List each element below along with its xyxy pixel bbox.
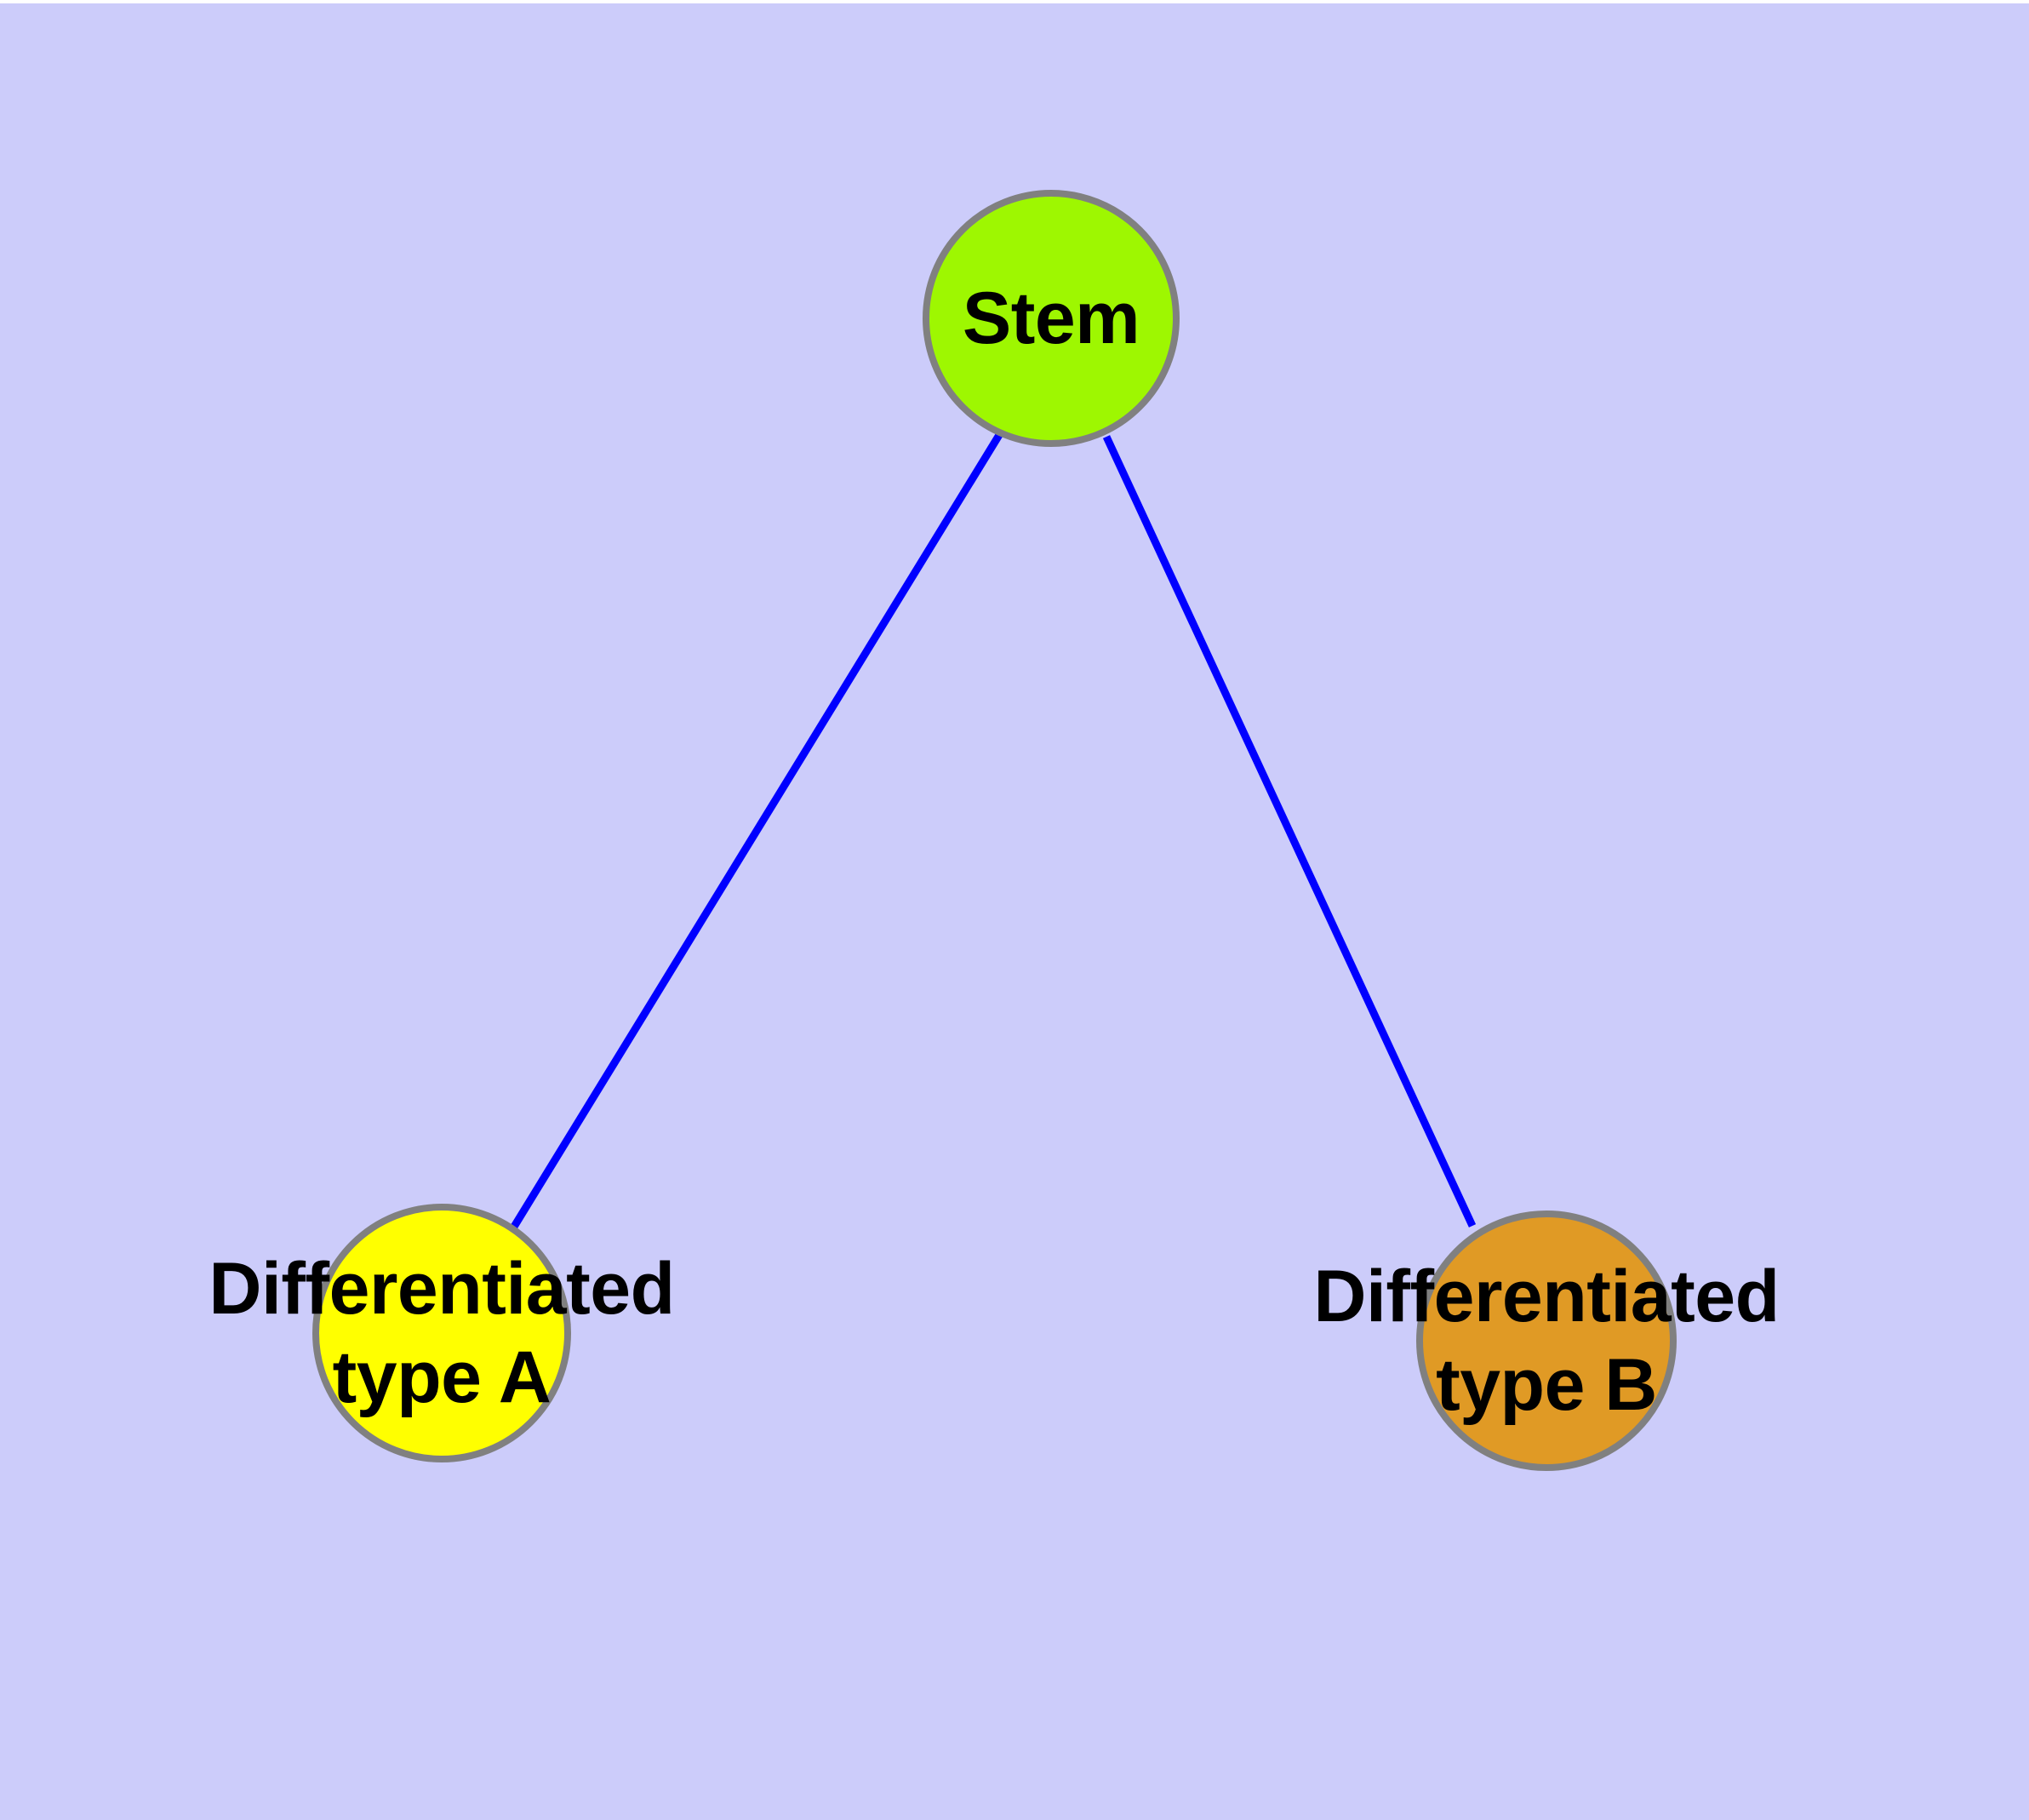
node-layer: [312, 190, 1677, 1471]
edge-stem-to-differentiated-type-a: [511, 432, 1003, 1229]
node-stem[interactable]: [923, 190, 1180, 447]
edge-layer: [511, 432, 1477, 1229]
node-differentiated-type-b[interactable]: [1416, 1210, 1677, 1471]
node-differentiated-type-a[interactable]: [312, 1204, 571, 1462]
edge-stem-to-differentiated-type-b: [1102, 435, 1477, 1228]
